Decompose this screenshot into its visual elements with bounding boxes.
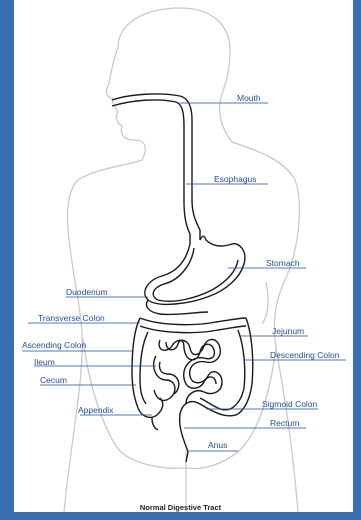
body-silhouette bbox=[64, 8, 299, 512]
label-descending-colon: Descending Colon bbox=[270, 350, 339, 360]
label-ascending-colon: Ascending Colon bbox=[22, 340, 86, 350]
label-anus: Anus bbox=[208, 440, 227, 450]
tract-outline bbox=[112, 94, 253, 462]
label-ileum: Ileum bbox=[34, 357, 55, 367]
label-sigmoid-colon: Sigmoid Colon bbox=[262, 399, 317, 409]
label-cecum: Cecum bbox=[40, 375, 67, 385]
label-mouth: Mouth bbox=[237, 93, 261, 103]
label-duodenum: Duodenum bbox=[66, 287, 108, 297]
label-appendix: Appendix bbox=[78, 405, 113, 415]
diagram-caption: Normal Digestive Tract bbox=[0, 503, 361, 512]
label-esophagus: Esophagus bbox=[214, 174, 257, 184]
label-jejunum: Jejunum bbox=[272, 326, 304, 336]
label-transverse-colon: Transverse Colon bbox=[38, 313, 105, 323]
label-stomach: Stomach bbox=[266, 258, 300, 268]
label-rectum: Rectum bbox=[270, 418, 299, 428]
